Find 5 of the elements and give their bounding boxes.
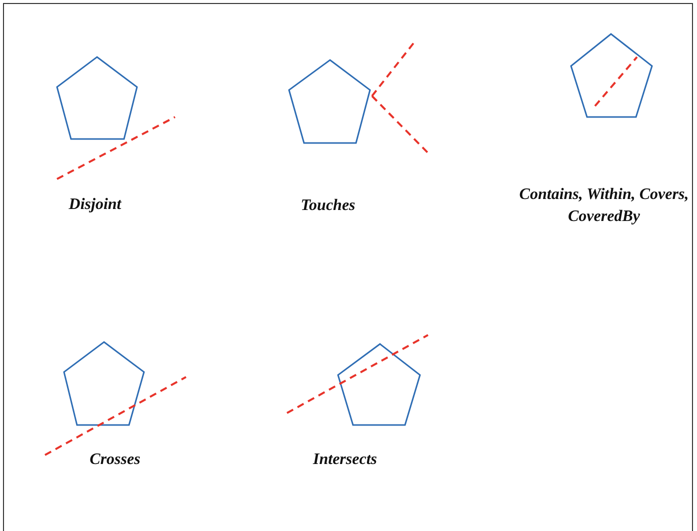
- relation-label: Contains, Within, Covers, CoveredBy: [519, 185, 689, 227]
- relation-label: Crosses: [88, 450, 142, 470]
- relation-label: Disjoint: [68, 195, 122, 215]
- relation-label: Intersects: [312, 450, 378, 470]
- relation-label: Touches: [300, 196, 356, 216]
